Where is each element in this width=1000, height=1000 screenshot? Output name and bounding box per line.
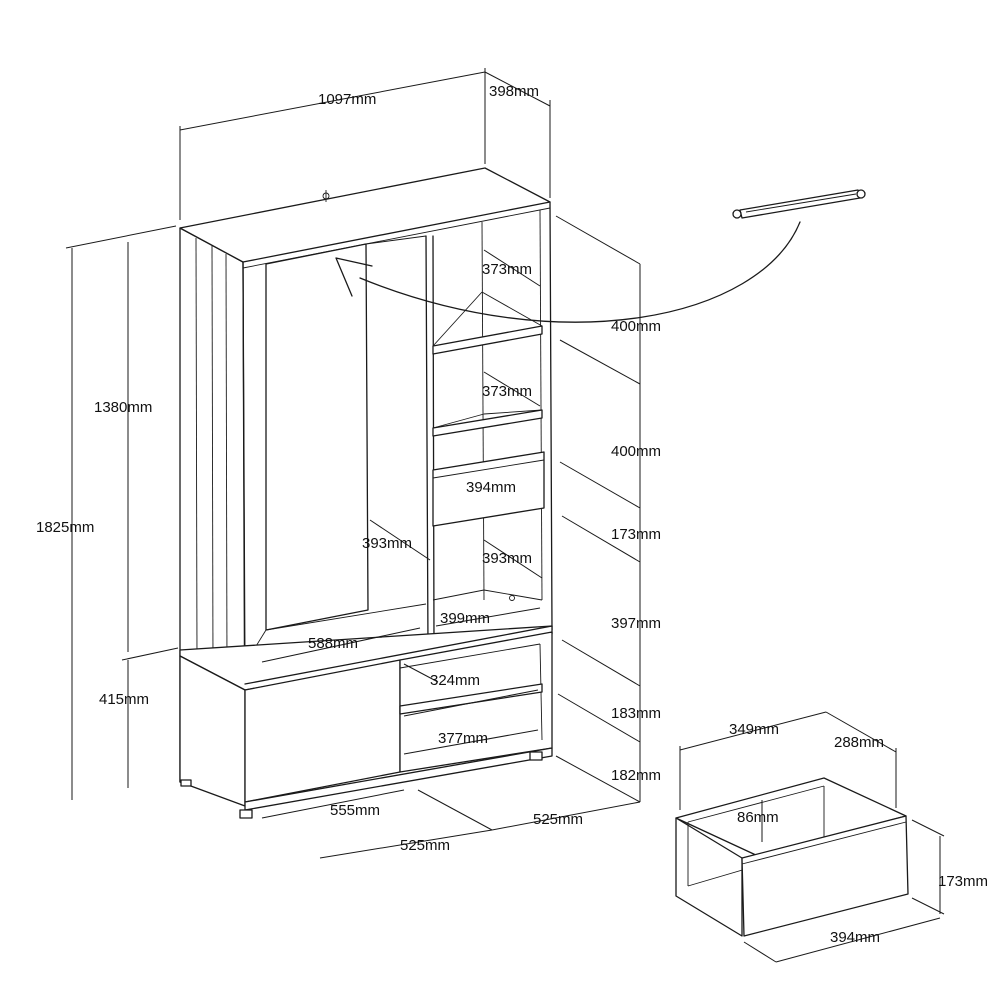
shelf-2 bbox=[432, 409, 543, 437]
label-height-base: 415mm bbox=[99, 691, 149, 708]
foot bbox=[239, 809, 253, 819]
label-right-h-4: 397mm bbox=[611, 615, 661, 632]
foot bbox=[180, 779, 192, 787]
label-right-h-1: 400mm bbox=[611, 318, 661, 335]
hanging-rail bbox=[732, 189, 866, 219]
dimension-labels: 1097mm 398mm 1825mm 1380mm 415mm 373mm 3… bbox=[36, 83, 988, 946]
plinth bbox=[244, 747, 553, 811]
label-width-total: 1097mm bbox=[318, 91, 376, 108]
foot bbox=[529, 751, 543, 761]
label-drawer-depth: 288mm bbox=[834, 734, 884, 751]
label-shelf-1-depth: 373mm bbox=[482, 261, 532, 278]
label-cubby-2-width: 377mm bbox=[438, 730, 488, 747]
label-drawer-inner-height: 86mm bbox=[737, 809, 779, 826]
label-depth-total: 398mm bbox=[489, 83, 539, 100]
label-lower-right-width: 399mm bbox=[440, 610, 490, 627]
back-panel bbox=[265, 243, 369, 631]
label-drawer-front-width: 394mm bbox=[830, 929, 880, 946]
label-right-h-3: 173mm bbox=[611, 526, 661, 543]
label-lower-right-depth: 393mm bbox=[482, 550, 532, 567]
label-right-h-5: 183mm bbox=[611, 705, 661, 722]
drawer-side bbox=[675, 817, 743, 937]
label-height-total: 1825mm bbox=[36, 519, 94, 536]
label-door-width: 555mm bbox=[330, 802, 380, 819]
label-shelf-2-depth: 373mm bbox=[482, 383, 532, 400]
label-cubby-1-depth: 324mm bbox=[430, 672, 480, 689]
label-hanging-width: 588mm bbox=[308, 635, 358, 652]
drawer-front bbox=[741, 815, 909, 937]
label-drawer-height: 173mm bbox=[938, 873, 988, 890]
drawer-detail bbox=[675, 711, 945, 963]
label-drawer-opening-width: 394mm bbox=[466, 479, 516, 496]
inner-drawer-front bbox=[432, 451, 545, 527]
label-hanging-depth: 393mm bbox=[362, 535, 412, 552]
label-drawer-width: 349mm bbox=[729, 721, 779, 738]
label-height-upper: 1380mm bbox=[94, 399, 152, 416]
label-foot-spacing-left: 525mm bbox=[400, 837, 450, 854]
shelf-1 bbox=[432, 325, 543, 355]
dimension-lines bbox=[65, 68, 641, 859]
label-right-h-6: 182mm bbox=[611, 767, 661, 784]
label-foot-spacing-right: 525mm bbox=[533, 811, 583, 828]
label-right-h-2: 400mm bbox=[611, 443, 661, 460]
